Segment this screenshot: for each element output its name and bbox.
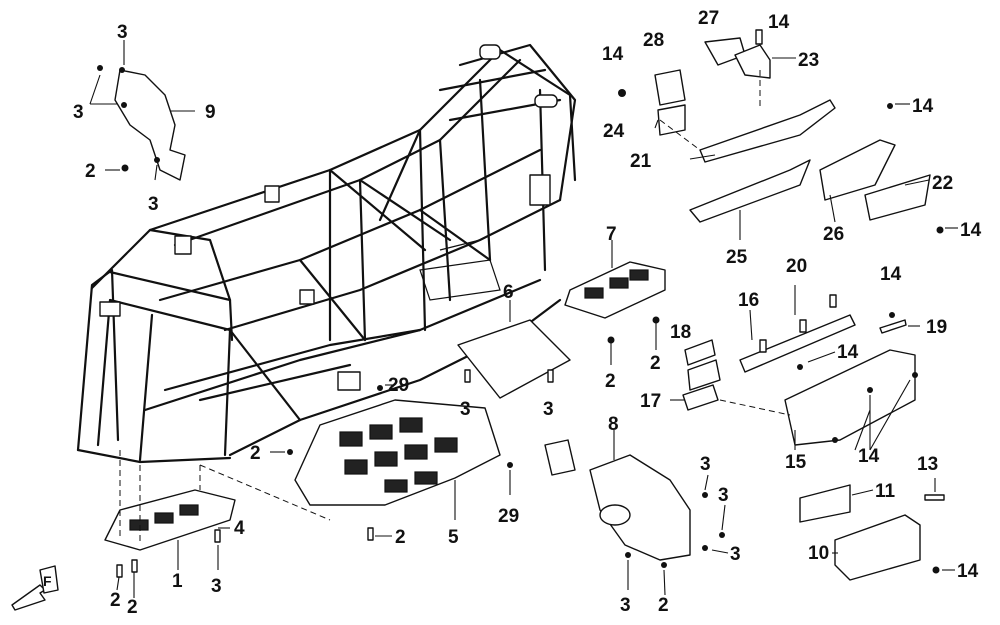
callout-28: 28 [643,30,664,51]
callout-3: 3 [730,544,741,565]
callout-14: 14 [912,96,934,117]
front-arrow-icon: F [11,565,59,611]
callout-4: 4 [234,518,245,539]
callout-6: 6 [503,282,514,303]
front-indicator-label: F [43,573,52,589]
callout-2: 2 [650,353,661,374]
callout-3: 3 [620,595,631,616]
callout-19: 19 [926,317,947,338]
callout-3: 3 [148,194,159,215]
right-side-panels [670,285,920,451]
callout-18: 18 [670,322,691,343]
callout-24: 24 [603,121,625,142]
callout-27: 27 [698,8,719,29]
callout-14: 14 [960,220,982,241]
part-9-front-guard [89,40,195,181]
parts-10-13 [799,478,955,581]
callout-2: 2 [110,590,121,611]
callout-2: 2 [85,161,96,182]
part-1-front-skid [104,450,236,598]
callout-14: 14 [602,44,624,65]
callout-3: 3 [718,485,729,506]
callout-3: 3 [460,399,471,420]
callout-14: 14 [768,12,790,33]
callout-1: 1 [172,571,183,592]
callout-10: 10 [808,543,829,564]
callout-26: 26 [823,224,844,245]
part-7-and-6-plates [457,240,666,399]
callout-8: 8 [608,414,619,435]
callout-3: 3 [73,102,84,123]
callout-14: 14 [880,264,902,285]
callout-14: 14 [858,446,880,467]
callout-2: 2 [658,595,669,616]
callout-21: 21 [630,151,652,172]
part-8-fender [544,430,729,596]
part-5-skid-plate [199,384,513,541]
callout-3: 3 [700,454,711,475]
main-frame [76,43,577,464]
callout-15: 15 [785,452,807,473]
callout-2: 2 [127,597,138,618]
callout-17: 17 [640,391,661,412]
callout-2: 2 [395,527,406,548]
callout-11: 11 [875,481,896,502]
callout-14: 14 [957,561,979,582]
callout-3: 3 [543,399,554,420]
callout-16: 16 [738,290,759,311]
callouts: 3 3 9 2 3 28 27 14 14 23 14 24 21 22 26 … [73,8,982,618]
callout-7: 7 [606,224,617,245]
callout-22: 22 [932,173,953,194]
callout-5: 5 [448,527,459,548]
callout-3: 3 [211,576,222,597]
upper-right-panels [618,29,958,240]
callout-3: 3 [117,22,128,43]
callout-2: 2 [250,443,261,464]
callout-20: 20 [786,256,807,277]
callout-29: 29 [388,375,409,396]
callout-14: 14 [837,342,859,363]
callout-13: 13 [917,454,938,475]
callout-25: 25 [726,247,748,268]
callout-29: 29 [498,506,519,527]
callout-23: 23 [798,50,819,71]
callout-9: 9 [205,102,216,123]
callout-2: 2 [605,371,616,392]
